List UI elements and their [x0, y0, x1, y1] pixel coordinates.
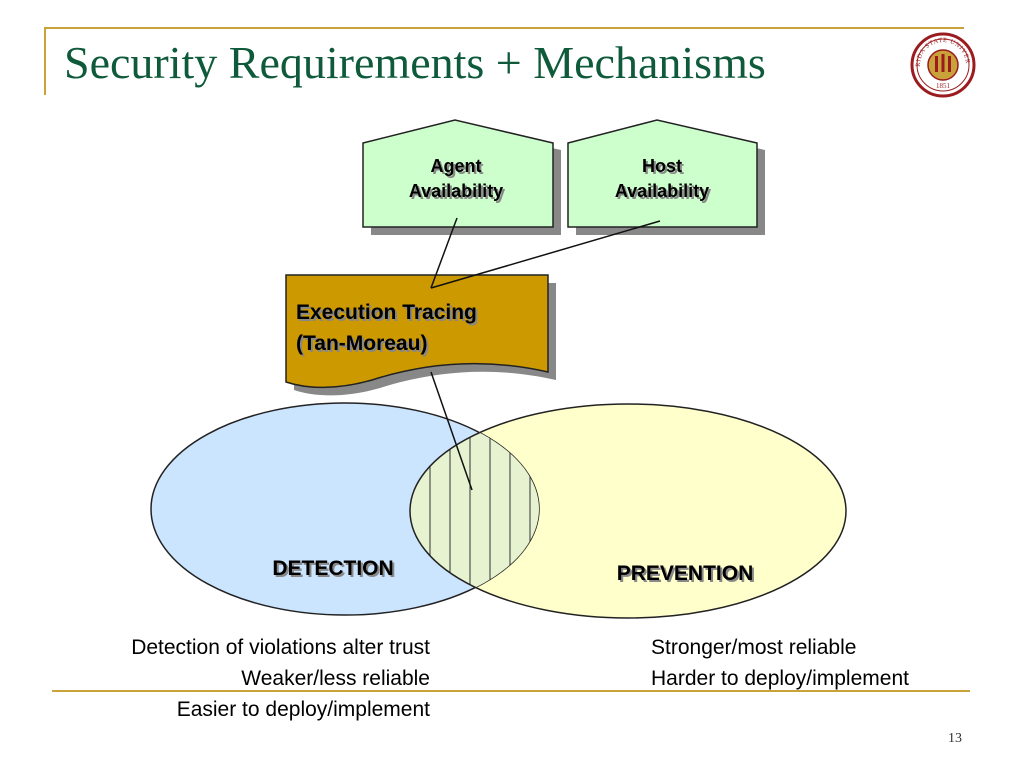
mechanism-line2: (Tan-Moreau): [296, 332, 427, 355]
agent-label-line1-shadow: Agent: [433, 158, 484, 178]
page-number: 13: [948, 731, 962, 746]
prevention-note: Stronger/most reliable: [651, 636, 857, 659]
prevention-label-shadow: PREVENTION: [619, 564, 756, 587]
prevention-note: Harder to deploy/implement: [651, 667, 909, 690]
host-label-line2-shadow: Availability: [617, 183, 711, 203]
detection-note: Easier to deploy/implement: [176, 698, 430, 721]
requirement-host-availability: Host Host Availability Availability: [567, 119, 765, 235]
mechanism-line1: Execution Tracing: [296, 301, 477, 324]
detection-notes: Detection of violations alter trust Weak…: [131, 632, 430, 725]
title-top-rule: [44, 27, 964, 29]
agent-label-line1: Agent: [431, 156, 482, 176]
host-label-line1: Host: [642, 156, 682, 176]
prevention-notes: Stronger/most reliable Harder to deploy/…: [651, 632, 909, 694]
connector-lines: [430, 217, 661, 491]
title-left-rule: [44, 27, 46, 95]
agent-label-line2-shadow: Availability: [411, 183, 505, 203]
host-label-line1-shadow: Host: [644, 158, 684, 178]
detection-label-shadow: DETECTION: [274, 559, 395, 582]
host-label-line2: Availability: [615, 181, 709, 201]
requirement-agent-availability: Agent Agent Availability Availability: [362, 119, 561, 235]
security-diagram: DETECTION DETECTION PREVENTION PREVENTIO…: [150, 119, 847, 619]
footer-rule: [52, 690, 970, 692]
prevention-label: PREVENTION: [617, 562, 754, 585]
slide-title: Security Requirements + Mechanisms: [64, 37, 766, 88]
mechanism-execution-tracing: Execution Tracing Execution Tracing (Tan…: [285, 274, 556, 396]
detection-note: Detection of violations alter trust: [131, 636, 430, 659]
detection-note: Weaker/less reliable: [241, 667, 430, 690]
university-seal: FLORIDA STATE UNIVERSITY 1851: [910, 32, 976, 98]
mechanism-line1-shadow: Execution Tracing: [298, 303, 479, 326]
seal-year: 1851: [936, 82, 951, 90]
agent-label-line2: Availability: [409, 181, 503, 201]
mechanism-line2-shadow: (Tan-Moreau): [298, 334, 429, 357]
detection-label: DETECTION: [272, 557, 393, 580]
